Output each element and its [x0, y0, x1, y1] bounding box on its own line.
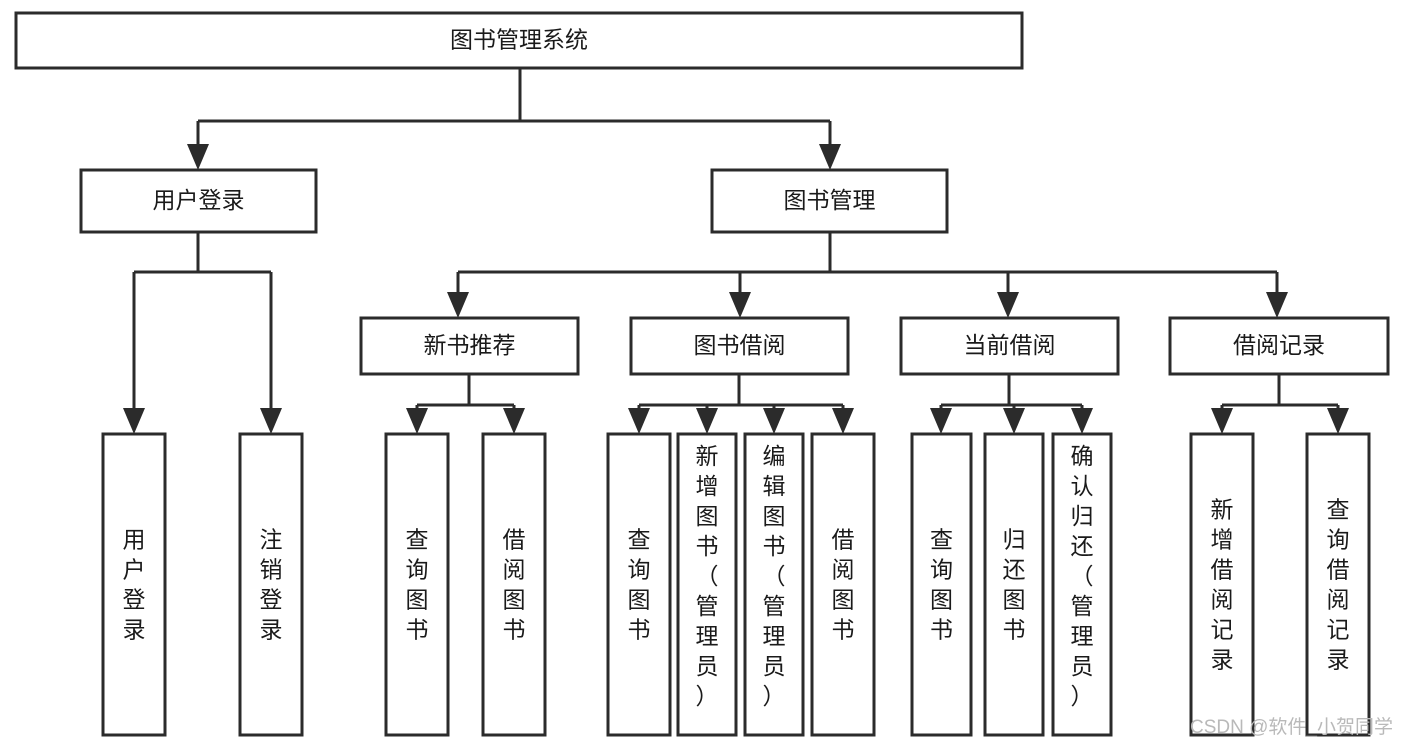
node-label-user-login: 用户登录: [153, 187, 245, 213]
node-root[interactable]: 图书管理系统: [14, 11, 1024, 70]
conn-user-login-arrow-0: [123, 408, 145, 434]
node-label-leaf-query-book-recommend: 查询图书: [406, 527, 429, 643]
conn-new-book-recommend: [406, 374, 525, 434]
node-leaf-edit-book-admin[interactable]: 编辑图书（管理员）: [743, 432, 805, 737]
node-box-leaf-borrow-book-recommend[interactable]: [481, 432, 547, 737]
node-leaf-query-borrow-record[interactable]: 查询借阅记录: [1305, 432, 1371, 737]
node-leaf-query-book-borrow[interactable]: 查询图书: [606, 432, 672, 737]
node-box-leaf-add-book-admin[interactable]: [676, 432, 738, 737]
node-current-borrow[interactable]: 当前借阅: [899, 316, 1120, 376]
node-label-leaf-add-borrow-record: 新增借阅记录: [1211, 497, 1234, 673]
node-label-leaf-return-book: 归还图书: [1003, 527, 1026, 643]
conn-book-borrow-arrow-1: [696, 408, 718, 434]
conn-root: [187, 68, 841, 170]
conn-current-borrow-arrow-0: [930, 408, 952, 434]
node-label-current-borrow: 当前借阅: [964, 332, 1056, 358]
node-borrow-record[interactable]: 借阅记录: [1168, 316, 1390, 376]
conn-book-borrow-arrow-0: [628, 408, 650, 434]
conn-borrow-record-arrow-1: [1327, 408, 1349, 434]
node-box-leaf-query-book-recommend[interactable]: [384, 432, 450, 737]
node-box-leaf-query-borrow-record[interactable]: [1305, 432, 1371, 737]
node-box-leaf-user-login[interactable]: [101, 432, 167, 737]
conn-new-book-recommend-arrow-0: [406, 408, 428, 434]
node-box-leaf-query-book-borrow[interactable]: [606, 432, 672, 737]
conn-book-management: [447, 232, 1288, 318]
node-box-leaf-add-borrow-record[interactable]: [1189, 432, 1255, 737]
node-label-leaf-add-book-admin: 新增图书（管理员）: [696, 443, 719, 709]
node-label-leaf-edit-book-admin: 编辑图书（管理员）: [763, 443, 786, 709]
node-box-leaf-return-book[interactable]: [983, 432, 1045, 737]
node-box-leaf-confirm-return-admin[interactable]: [1051, 432, 1113, 737]
conn-new-book-recommend-arrow-1: [503, 408, 525, 434]
conn-current-borrow-arrow-1: [1003, 408, 1025, 434]
node-label-leaf-borrow-book: 借阅图书: [832, 527, 855, 643]
conn-book-management-arrow-3: [1266, 292, 1288, 318]
node-label-leaf-confirm-return-admin: 确认归还（管理员）: [1071, 443, 1094, 709]
node-label-leaf-query-borrow-record: 查询借阅记录: [1327, 497, 1350, 673]
node-label-new-book-recommend: 新书推荐: [424, 332, 516, 358]
conn-book-management-arrow-2: [997, 292, 1019, 318]
node-book-borrow[interactable]: 图书借阅: [629, 316, 850, 376]
conn-book-borrow-arrow-2: [763, 408, 785, 434]
node-book-management[interactable]: 图书管理: [710, 168, 949, 234]
node-leaf-add-book-admin[interactable]: 新增图书（管理员）: [676, 432, 738, 737]
node-box-leaf-query-book-current[interactable]: [910, 432, 973, 737]
csdn-watermark: CSDN @软件_小贺同学: [1190, 716, 1393, 738]
node-box-leaf-logout[interactable]: [238, 432, 304, 737]
conn-borrow-record-arrow-0: [1211, 408, 1233, 434]
node-leaf-return-book[interactable]: 归还图书: [983, 432, 1045, 737]
node-label-root: 图书管理系统: [450, 27, 588, 53]
node-box-current-borrow[interactable]: [899, 316, 1120, 376]
node-leaf-user-login[interactable]: 用户登录: [101, 432, 167, 737]
node-layer: 图书管理系统用户登录图书管理新书推荐图书借阅当前借阅借阅记录用户登录注销登录查询…: [14, 11, 1390, 737]
conn-borrow-record: [1211, 374, 1349, 434]
node-leaf-query-book-recommend[interactable]: 查询图书: [384, 432, 450, 737]
conn-book-borrow: [628, 374, 854, 434]
node-label-book-management: 图书管理: [784, 187, 876, 213]
node-leaf-borrow-book-recommend[interactable]: 借阅图书: [481, 432, 547, 737]
conn-book-management-arrow-0: [447, 292, 469, 318]
conn-book-management-arrow-1: [729, 292, 751, 318]
conn-current-borrow: [930, 374, 1093, 434]
node-leaf-query-book-current[interactable]: 查询图书: [910, 432, 973, 737]
conn-book-borrow-arrow-3: [832, 408, 854, 434]
node-label-leaf-query-book-current: 查询图书: [930, 527, 953, 643]
node-box-new-book-recommend[interactable]: [359, 316, 580, 376]
node-leaf-borrow-book[interactable]: 借阅图书: [810, 432, 876, 737]
conn-user-login-arrow-1: [260, 408, 282, 434]
node-box-book-management[interactable]: [710, 168, 949, 234]
conn-root-arrow-1: [819, 144, 841, 170]
node-box-borrow-record[interactable]: [1168, 316, 1390, 376]
node-label-leaf-logout: 注销登录: [260, 527, 283, 643]
node-label-leaf-user-login: 用户登录: [123, 527, 146, 643]
node-leaf-logout[interactable]: 注销登录: [238, 432, 304, 737]
node-leaf-confirm-return-admin[interactable]: 确认归还（管理员）: [1051, 432, 1113, 737]
node-box-book-borrow[interactable]: [629, 316, 850, 376]
node-label-leaf-query-book-borrow: 查询图书: [628, 527, 651, 643]
node-box-root[interactable]: [14, 11, 1024, 70]
node-label-leaf-borrow-book-recommend: 借阅图书: [503, 527, 526, 643]
conn-user-login: [123, 232, 282, 434]
conn-root-arrow-0: [187, 144, 209, 170]
node-new-book-recommend[interactable]: 新书推荐: [359, 316, 580, 376]
node-box-user-login[interactable]: [79, 168, 318, 234]
node-label-book-borrow: 图书借阅: [694, 332, 786, 358]
node-user-login[interactable]: 用户登录: [79, 168, 318, 234]
node-label-borrow-record: 借阅记录: [1233, 332, 1325, 358]
node-box-leaf-borrow-book[interactable]: [810, 432, 876, 737]
node-leaf-add-borrow-record[interactable]: 新增借阅记录: [1189, 432, 1255, 737]
connector-layer: [123, 68, 1349, 434]
node-box-leaf-edit-book-admin[interactable]: [743, 432, 805, 737]
conn-current-borrow-arrow-2: [1071, 408, 1093, 434]
